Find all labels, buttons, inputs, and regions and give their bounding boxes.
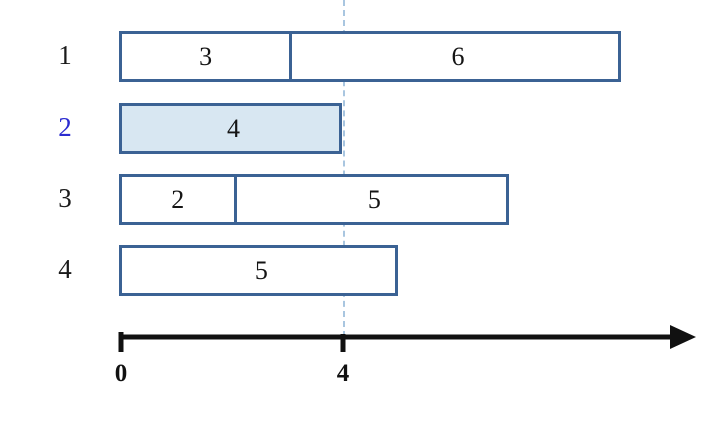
- bar-row-2[interactable]: 4: [119, 103, 342, 154]
- bar-segment-1-2[interactable]: 6: [289, 34, 624, 79]
- bar-segment-1-1[interactable]: 3: [122, 34, 289, 79]
- bar-segment-3-2[interactable]: 5: [233, 177, 513, 222]
- row-label-4: 4: [58, 253, 72, 284]
- row-label-3: 3: [58, 182, 72, 213]
- tick-label-4: 4: [336, 360, 350, 387]
- segment-value-label: 2: [171, 184, 185, 214]
- segment-value-label: 5: [254, 255, 268, 285]
- segment-value-label: 6: [451, 41, 465, 71]
- tick-label-0: 0: [114, 360, 128, 387]
- row-label-1: 1: [58, 39, 72, 70]
- bar-row-4[interactable]: 5: [119, 245, 398, 296]
- reference-line-x4: [342, 0, 345, 337]
- bar-segment-3-1[interactable]: 2: [122, 177, 234, 222]
- bar-segment-2-1[interactable]: 4: [122, 106, 345, 151]
- right-arrow-icon: [670, 325, 696, 349]
- segment-value-label: 4: [227, 113, 240, 143]
- segment-value-label: 5: [367, 184, 381, 214]
- row-label-2: 2: [58, 111, 72, 142]
- bar-segment-4-1[interactable]: 5: [122, 248, 401, 293]
- segment-value-label: 3: [199, 41, 213, 71]
